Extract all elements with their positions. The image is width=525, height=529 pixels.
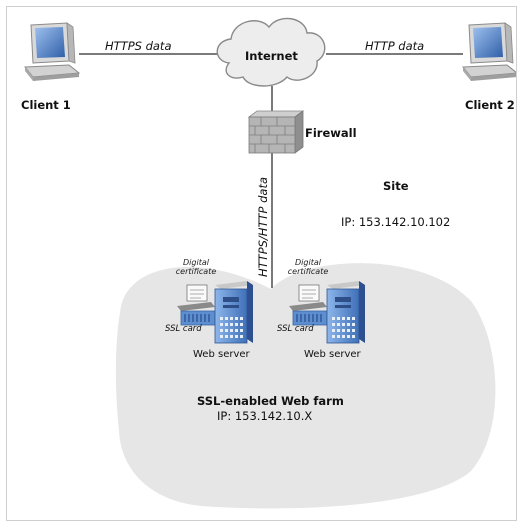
ssl-card2-icon (289, 302, 328, 326)
site-ip: IP: 153.142.10.102 (341, 215, 451, 229)
firewall-label: Firewall (305, 126, 357, 140)
certificate1-label: Digital certificate (175, 258, 217, 276)
ssl-card2-label: SSL card (277, 324, 314, 334)
https-data-label: HTTPS data (105, 39, 172, 53)
internet-label: Internet (245, 49, 298, 63)
ssl-card1-label: SSL card (165, 324, 202, 334)
client2-label: Client 2 (465, 98, 515, 112)
http-data-label: HTTP data (365, 39, 425, 53)
farm-ip: IP: 153.142.10.X (217, 409, 313, 423)
client1-computer-icon (23, 22, 81, 81)
certificate2-icon (298, 284, 320, 302)
client1-label: Client 1 (21, 98, 71, 112)
certificate2-label: Digital certificate (287, 258, 329, 276)
client2-computer-icon (461, 22, 516, 81)
certificate1-icon (186, 284, 208, 302)
site-title: Site (383, 179, 409, 193)
firewall-icon (247, 110, 305, 154)
trunk-data-label: HTTPS/HTTP data (256, 177, 270, 277)
network-diagram (23, 17, 516, 509)
web-server2-label: Web server (304, 349, 361, 360)
internet-cloud-icon (216, 17, 326, 87)
ssl-card1-icon (177, 302, 216, 326)
server1-icon (177, 281, 253, 344)
diagram-frame: Client 1 Client 2 HTTPS data HTTP data I… (6, 6, 517, 521)
farm-title: SSL-enabled Web farm (197, 394, 344, 408)
server2-icon (289, 281, 365, 344)
web-server1-label: Web server (193, 349, 250, 360)
